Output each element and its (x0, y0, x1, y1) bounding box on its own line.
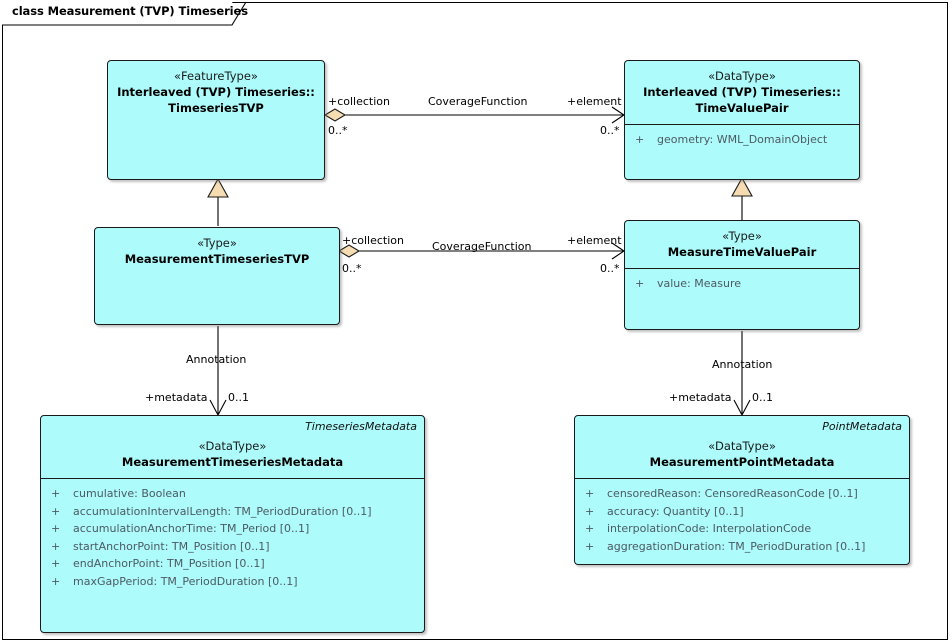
attribute-text: maxGapPeriod: TM_PeriodDuration [0..1] (73, 574, 298, 588)
class-attributes-measure-time-value-pair: + value: Measure (625, 269, 859, 299)
class-name-line1: MeasureTimeValuePair (667, 245, 817, 259)
attribute-visibility: + (51, 487, 61, 500)
class-header-measure-time-value-pair: «Type» MeasureTimeValuePair (625, 221, 859, 269)
attribute-row: + geometry: WML_DomainObject (629, 131, 855, 149)
coverage-top-source-multiplicity: 0..* (328, 124, 348, 137)
attribute-text: accumulationIntervalLength: TM_PeriodDur… (73, 504, 372, 518)
coverage-mid-source-multiplicity: 0..* (342, 262, 362, 275)
attribute-text: endAnchorPoint: TM_Position [0..1] (73, 557, 265, 570)
annotation-left-name: Annotation (186, 353, 247, 366)
attribute-visibility: + (51, 539, 61, 553)
class-stereotype: «DataType» (708, 69, 776, 83)
class-owner-label: TimeseriesMetadata (305, 420, 417, 433)
attribute-row: + startAnchorPoint: TM_Position [0..1] (45, 538, 420, 556)
annotation-left-target-multiplicity: 0..1 (228, 391, 249, 404)
attribute-row: + value: Measure (629, 275, 855, 293)
attribute-visibility: + (51, 574, 61, 588)
attribute-text: censoredReason: CensoredReasonCode [0..1… (607, 487, 858, 500)
class-name-line1: MeasurementTimeseriesTVP (124, 252, 310, 266)
diagram-title: class Measurement (TVP) Timeseries (12, 4, 248, 18)
class-box-measurement-timeseries-metadata[interactable]: TimeseriesMetadata «DataType» Measuremen… (40, 415, 425, 633)
coverage-mid-target-role: +element (567, 234, 622, 247)
class-name-line1: MeasurementPointMetadata (649, 455, 835, 469)
annotation-right-target-multiplicity: 0..1 (752, 391, 773, 404)
attribute-text: startAnchorPoint: TM_Position [0..1] (73, 539, 270, 553)
attribute-visibility: + (585, 487, 595, 500)
attribute-text: accuracy: Quantity [0..1] (607, 504, 744, 518)
attribute-text: accumulationAnchorTime: TM_Period [0..1] (73, 522, 310, 535)
class-owner-label: PointMetadata (822, 420, 902, 433)
class-stereotype: «DataType» (708, 439, 776, 453)
class-header-time-value-pair: «DataType» Interleaved (TVP) Timeseries:… (625, 61, 859, 125)
coverage-top-source-role: +collection (328, 95, 390, 108)
class-stereotype: «Type» (722, 229, 762, 243)
coverage-mid-target-multiplicity: 0..* (600, 262, 620, 275)
class-attributes-measurement-point-metadata: + censoredReason: CensoredReasonCode [0..… (575, 479, 909, 561)
class-header-measurement-point-metadata: PointMetadata «DataType» MeasurementPoin… (575, 416, 909, 479)
class-name-line2: TimeseriesTVP (168, 101, 264, 115)
class-name-line1: Interleaved (TVP) Timeseries:: (643, 85, 841, 99)
attribute-row: + aggregationDuration: TM_PeriodDuration … (579, 538, 905, 556)
class-box-measurement-point-metadata[interactable]: PointMetadata «DataType» MeasurementPoin… (574, 415, 910, 565)
class-box-time-value-pair[interactable]: «DataType» Interleaved (TVP) Timeseries:… (624, 60, 860, 180)
attribute-visibility: + (635, 277, 645, 290)
attribute-text: geometry: WML_DomainObject (657, 133, 828, 146)
coverage-mid-source-role: +collection (342, 234, 404, 247)
attribute-row: + accumulationIntervalLength: TM_PeriodDu… (45, 503, 420, 521)
class-header-measurement-timeseries-metadata: TimeseriesMetadata «DataType» Measuremen… (41, 416, 424, 479)
attribute-row: + accuracy: Quantity [0..1] (579, 503, 905, 521)
class-box-measurement-timeseries-tvp[interactable]: «Type» MeasurementTimeseriesTVP (94, 227, 340, 325)
class-attributes-measurement-timeseries-metadata: + cumulative: Boolean + accumulationInterv… (41, 479, 424, 596)
attribute-visibility: + (585, 504, 595, 518)
class-name-line1: Interleaved (TVP) Timeseries:: (117, 85, 315, 99)
attribute-visibility: + (585, 539, 595, 553)
class-header-measurement-timeseries-tvp: «Type» MeasurementTimeseriesTVP (95, 228, 339, 275)
class-name-line1: MeasurementTimeseriesMetadata (121, 455, 344, 469)
attribute-row: + maxGapPeriod: TM_PeriodDuration [0..1] (45, 573, 420, 591)
attribute-visibility: + (51, 522, 61, 535)
attribute-visibility: + (585, 522, 595, 535)
class-header-timeseries-tvp: «FeatureType» Interleaved (TVP) Timeseri… (108, 61, 324, 124)
class-box-measure-time-value-pair[interactable]: «Type» MeasureTimeValuePair + value: Meas… (624, 220, 860, 330)
class-name-line2: TimeValuePair (695, 101, 789, 115)
class-stereotype: «DataType» (198, 439, 267, 453)
coverage-mid-name: CoverageFunction (432, 240, 532, 253)
attribute-text: interpolationCode: InterpolationCode (607, 522, 812, 535)
coverage-top-name: CoverageFunction (428, 95, 528, 108)
annotation-left-target-role: +metadata (145, 391, 208, 404)
attribute-visibility: + (51, 504, 61, 518)
class-stereotype: «Type» (197, 236, 237, 250)
attribute-row: + interpolationCode: InterpolationCode (579, 520, 905, 538)
coverage-top-target-role: +element (567, 95, 622, 108)
attribute-row: + accumulationAnchorTime: TM_Period [0..1… (45, 520, 420, 538)
class-attributes-time-value-pair: + geometry: WML_DomainObject (625, 125, 859, 155)
coverage-top-target-multiplicity: 0..* (600, 124, 620, 137)
attribute-text: value: Measure (657, 277, 741, 290)
annotation-right-name: Annotation (712, 358, 773, 371)
attribute-row: + endAnchorPoint: TM_Position [0..1] (45, 555, 420, 573)
class-stereotype: «FeatureType» (174, 69, 258, 83)
attribute-text: aggregationDuration: TM_PeriodDuration [… (607, 539, 866, 553)
attribute-row: + censoredReason: CensoredReasonCode [0..… (579, 485, 905, 503)
class-box-timeseries-tvp[interactable]: «FeatureType» Interleaved (TVP) Timeseri… (107, 60, 325, 180)
attribute-visibility: + (635, 133, 645, 146)
annotation-right-target-role: +metadata (669, 391, 732, 404)
attribute-text: cumulative: Boolean (73, 487, 186, 500)
attribute-row: + cumulative: Boolean (45, 485, 420, 503)
attribute-visibility: + (51, 557, 61, 570)
